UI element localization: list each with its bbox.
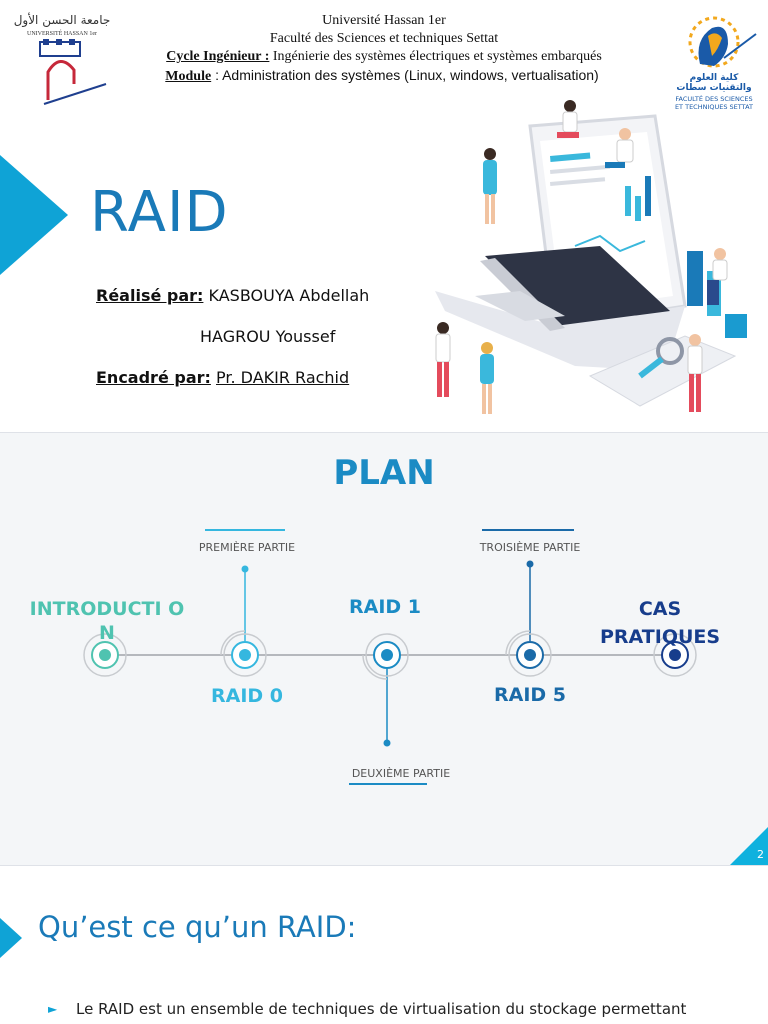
bullet-text: Le RAID est un ensemble de techniques de… (76, 1000, 687, 1018)
page-number: 2 (757, 848, 764, 861)
accent-triangle (0, 155, 68, 275)
cas-label: CAS PRATIQUES (600, 598, 721, 648)
definition-slide: Qu’est ce qu’un RAID: ► Le RAID est un e… (0, 866, 768, 1024)
laptop-team-illustration (435, 100, 747, 414)
faculty-arabic-line1: كلية العلوم (690, 73, 739, 83)
raid5-label: RAID 5 (493, 684, 566, 706)
realise-label: Réalisé par: (96, 286, 204, 305)
part1-bar (205, 529, 285, 531)
faculty-arabic-line2: والتقنيات سطات (676, 83, 751, 93)
plan-timeline (83, 560, 697, 747)
node-intro (83, 633, 127, 677)
slide3-title: Qu’est ce qu’un RAID: (38, 910, 357, 944)
node-raid1 (362, 633, 409, 680)
bullet-icon: ► (48, 1002, 58, 1016)
university-latin-name: UNIVERSITÉ HASSAN 1er (27, 29, 97, 37)
university-arabic-name: جامعة الحسن الأول (14, 12, 111, 28)
university-logo: جامعة الحسن الأول UNIVERSITÉ HASSAN 1er (14, 12, 111, 105)
part3-bar (482, 529, 574, 531)
connector-dot-raid5 (526, 560, 534, 568)
supervisor-block: Encadré par: Pr. DAKIR Rachid (96, 368, 349, 387)
encadre-label: Encadré par: (96, 368, 211, 387)
header-faculty: Faculté des Sciences et techniques Setta… (269, 31, 499, 46)
node-raid0 (220, 630, 267, 677)
connector-dot-raid0 (241, 565, 249, 573)
part2-label: DEUXIÈME PARTIE (351, 767, 451, 780)
raid1-label: RAID 1 (348, 596, 421, 618)
page-number-corner (730, 827, 768, 865)
supervisor-name: Pr. DAKIR Rachid (216, 368, 350, 387)
intro-label: INTRODUCTI ON (29, 598, 185, 644)
module-value: : Administration des systèmes (Linux, wi… (211, 67, 599, 83)
cycle-value: Ingénierie des systèmes électriques et s… (269, 49, 602, 64)
node-raid5 (505, 630, 552, 677)
slide-title: RAID (90, 180, 229, 245)
part2-bar (349, 783, 427, 785)
header-cycle: Cycle Ingénieur : Ingénierie des système… (0, 49, 768, 65)
authors-block: Réalisé par: KASBOUYA Abdellah (96, 286, 396, 306)
header-university: Université Hassan 1er (322, 13, 446, 28)
cycle-label: Cycle Ingénieur : (166, 49, 270, 64)
faculty-logo: كلية العلوم والتقنيات سطات FACULTÉ DES S… (675, 16, 757, 111)
part3-label: TROISIÈME PARTIE (479, 541, 581, 554)
author-1: KASBOUYA Abdellah (203, 286, 370, 305)
plan-title: PLAN (333, 453, 435, 493)
node-cas (653, 633, 697, 677)
faculty-latin-line2: ET TECHNIQUES SETTAT (675, 103, 753, 111)
title-slide: جامعة الحسن الأول UNIVERSITÉ HASSAN 1er … (0, 0, 768, 432)
raid0-label: RAID 0 (210, 685, 283, 707)
part1-label: PREMIÈRE PARTIE (198, 541, 296, 554)
header-module: Module : Administration des systèmes (Li… (0, 67, 766, 85)
accent-triangle-small (0, 918, 22, 958)
connector-dot-raid1 (383, 739, 391, 747)
module-label: Module (165, 69, 212, 84)
plan-slide: PLAN (0, 433, 768, 865)
faculty-latin-line1: FACULTÉ DES SCIENCES (675, 94, 752, 103)
author-2: HAGROU Youssef (200, 327, 336, 346)
